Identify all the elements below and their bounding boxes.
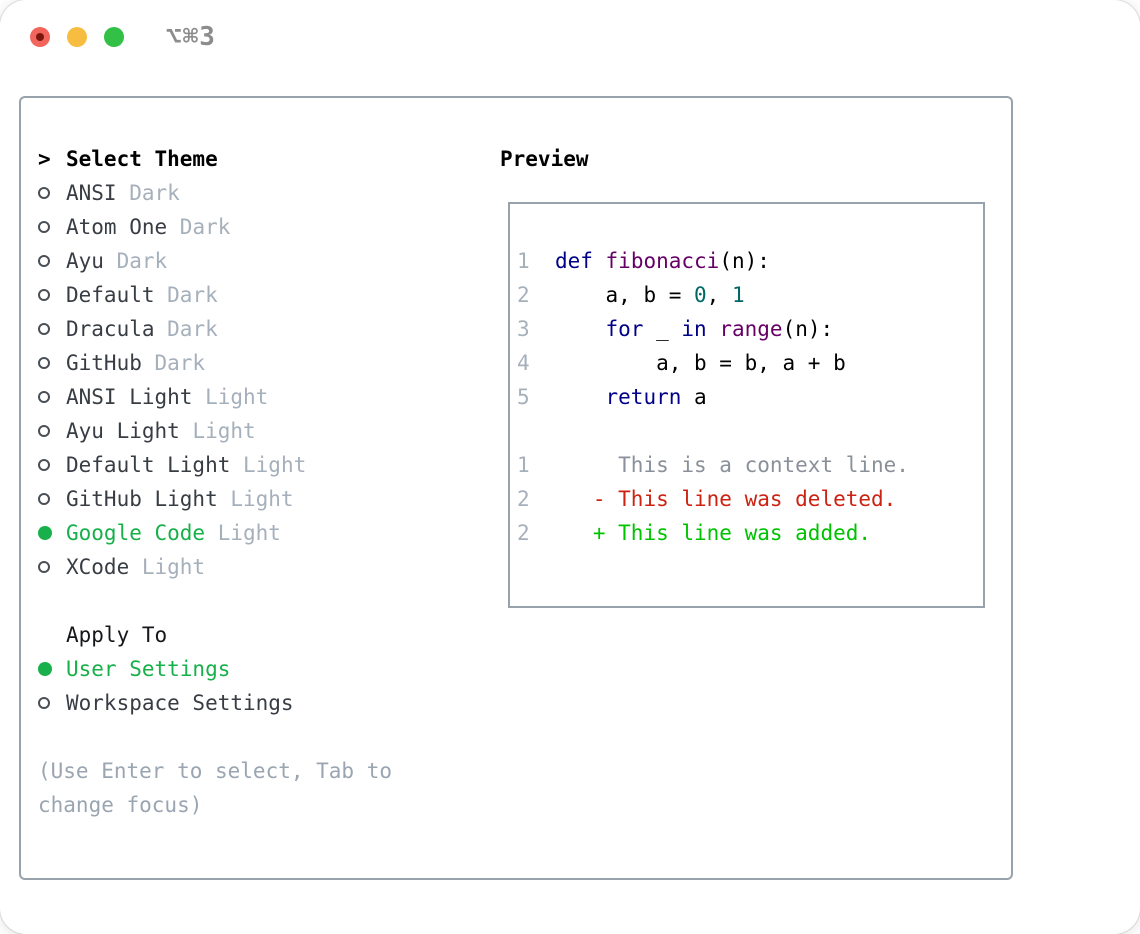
- spacer: [38, 720, 488, 754]
- code-line: 2 - This line was deleted.: [517, 487, 897, 511]
- apply-option-workspace-settings[interactable]: Workspace Settings: [38, 686, 488, 720]
- select-theme-header: Select Theme: [66, 147, 218, 171]
- theme-variant: Light: [129, 555, 206, 579]
- code-line: 3 for _ in range(n):: [517, 317, 834, 341]
- theme-name: Ayu: [66, 249, 104, 273]
- radio-unselected-icon: [38, 255, 50, 267]
- theme-option-ayu-light-light[interactable]: Ayu Light Light: [38, 414, 488, 448]
- code-line: [517, 414, 983, 448]
- theme-option-ansi-dark[interactable]: ANSI Dark: [38, 176, 488, 210]
- theme-variant: Light: [192, 385, 269, 409]
- radio-unselected-icon: [38, 357, 50, 369]
- minimize-button[interactable]: [67, 27, 87, 47]
- theme-variant: Dark: [116, 181, 180, 205]
- theme-option-default-dark[interactable]: Default Dark: [38, 278, 488, 312]
- radio-unselected-icon: [38, 425, 50, 437]
- radio-unselected-icon: [38, 187, 50, 199]
- window-title: ⌥⌘3: [166, 22, 216, 52]
- hint-text-line1: (Use Enter to select, Tab to: [38, 759, 393, 783]
- theme-variant: Dark: [154, 317, 218, 341]
- theme-name: Dracula: [66, 317, 155, 341]
- theme-option-default-light-light[interactable]: Default Light Light: [38, 448, 488, 482]
- spacer: [38, 584, 488, 618]
- theme-name: GitHub: [66, 351, 142, 375]
- theme-option-github-dark[interactable]: GitHub Dark: [38, 346, 488, 380]
- hint-text-line2: change focus): [38, 793, 203, 817]
- theme-name: ANSI Light: [66, 385, 193, 409]
- close-button[interactable]: [30, 27, 50, 47]
- theme-option-ansi-light-light[interactable]: ANSI Light Light: [38, 380, 488, 414]
- preview-header: Preview: [500, 147, 589, 171]
- theme-variant: Dark: [167, 215, 231, 239]
- code-line: 2 + This line was added.: [517, 521, 872, 545]
- prompt-caret: >: [38, 147, 51, 171]
- radio-unselected-icon: [38, 697, 50, 709]
- theme-option-google-code-light[interactable]: Google Code Light: [38, 516, 488, 550]
- radio-unselected-icon: [38, 221, 50, 233]
- code-lines: 1 def fibonacci(n): 2 a, b = 0, 1 3 for _ …: [517, 244, 983, 550]
- code-line: 4 a, b = b, a + b: [517, 351, 846, 375]
- radio-unselected-icon: [38, 323, 50, 335]
- theme-variant: Dark: [103, 249, 168, 273]
- apply-option-label: User Settings: [66, 657, 231, 681]
- code-line: 1 def fibonacci(n):: [517, 249, 770, 273]
- theme-name: ANSI: [66, 181, 117, 205]
- radio-selected-icon: [38, 526, 52, 540]
- apply-to-header-row: Apply To: [38, 618, 488, 652]
- theme-name: Google Code: [66, 521, 206, 545]
- theme-option-ayu-dark[interactable]: Ayu Dark: [38, 244, 488, 278]
- theme-variant: Light: [230, 453, 307, 477]
- preview-code-box: 1 def fibonacci(n): 2 a, b = 0, 1 3 for _ …: [508, 202, 985, 608]
- theme-variant: Dark: [141, 351, 206, 375]
- code-line: 1 This is a context line.: [517, 453, 909, 477]
- code-line: 5 return a: [517, 385, 707, 409]
- apply-option-label: Workspace Settings: [66, 691, 294, 715]
- select-theme-header-row: > Select Theme: [38, 142, 488, 176]
- radio-unselected-icon: [38, 493, 50, 505]
- radio-unselected-icon: [38, 459, 50, 471]
- theme-name: GitHub Light: [66, 487, 218, 511]
- code-line: 2 a, b = 0, 1: [517, 283, 745, 307]
- theme-name: Default Light: [66, 453, 231, 477]
- theme-option-atom-one-dark[interactable]: Atom One Dark: [38, 210, 488, 244]
- radio-unselected-icon: [38, 391, 50, 403]
- theme-name: XCode: [66, 555, 130, 579]
- theme-option-github-light-light[interactable]: GitHub Light Light: [38, 482, 488, 516]
- theme-name: Default: [66, 283, 155, 307]
- theme-option-xcode-light[interactable]: XCode Light: [38, 550, 488, 584]
- theme-name: Ayu Light: [66, 419, 180, 443]
- title-bar: ⌥⌘3: [0, 0, 1140, 74]
- theme-variant: Light: [205, 521, 281, 545]
- radio-unselected-icon: [38, 289, 50, 301]
- theme-variant: Light: [217, 487, 294, 511]
- theme-variant: Dark: [154, 283, 218, 307]
- radio-selected-icon: [38, 662, 52, 676]
- apply-option-user-settings[interactable]: User Settings: [38, 652, 488, 686]
- theme-option-dracula-dark[interactable]: Dracula Dark: [38, 312, 488, 346]
- zoom-button[interactable]: [104, 27, 124, 47]
- apply-to-header: Apply To: [66, 623, 168, 647]
- theme-name: Atom One: [66, 215, 168, 239]
- radio-unselected-icon: [38, 561, 50, 573]
- theme-variant: Light: [179, 419, 256, 443]
